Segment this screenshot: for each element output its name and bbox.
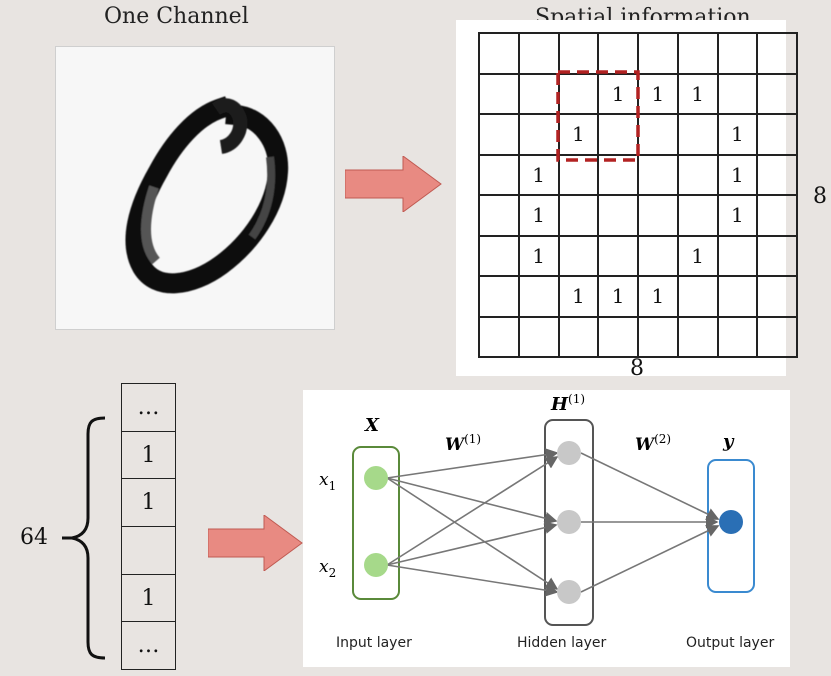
input-layer-caption: Input layer [336,635,412,651]
grid-cell: 1 [638,73,678,114]
grid-cell [717,276,758,317]
grid-cell [757,195,797,236]
grid-cell: 1 [518,154,559,195]
x2-label: x2 [319,557,336,580]
grid-cell [677,276,718,317]
grid-height-label: 8 [813,184,827,209]
neural-network-panel: X H(1) y W(1) W(2) x1 x2 Input layer Hid… [303,390,790,667]
kernel-highlight-box [556,70,640,162]
grid-cell [717,316,758,357]
grid-cell [757,235,797,276]
grid-cell: 1 [518,235,559,276]
grid-cell [479,33,519,74]
grid-cell [677,114,718,155]
grid-width-label: 8 [630,356,644,381]
vector-brace [62,416,106,660]
grid-cell [518,276,559,317]
grid-cell [518,73,559,114]
vector-cell: 1 [122,479,175,528]
hidden-layer-caption: Hidden layer [517,635,606,651]
grid-cell [677,316,718,357]
right-arrow-icon [345,156,442,212]
grid-cell [479,73,519,114]
grid-cell [518,33,559,74]
grid-cell: 1 [558,276,599,317]
grid-cell: 1 [677,235,718,276]
grid-cell: 1 [677,73,718,114]
vector-cell: 1 [122,575,175,623]
grid-cell [757,114,797,155]
grid-cell [598,33,638,74]
grid-cell [479,235,519,276]
grid-cell [598,154,638,195]
grid-cell [757,276,797,317]
input-node-x2 [364,553,388,577]
grid-cell [479,114,519,155]
grid-cell [479,154,519,195]
handwritten-zero-image [125,96,289,294]
output-label: y [722,431,735,452]
grid-cell [479,195,519,236]
vector-cell [122,527,175,575]
grid-cell [598,235,638,276]
hidden-node-2 [557,510,581,534]
vector-length-label: 64 [20,525,48,550]
vector-cell: … [137,633,160,659]
grid-cell [479,316,519,357]
vector-cell: 1 [122,432,175,480]
grid-cell [638,316,678,357]
grid-cell [638,154,678,195]
grid-cell [638,235,678,276]
hidden-node-3 [557,580,581,604]
grid-cell [518,114,559,155]
grid-cell [558,33,599,74]
grid-cell: 1 [717,114,758,155]
digit-image-panel [55,46,335,330]
grid-cell [598,316,638,357]
grid-cell [479,276,519,317]
grid-cell [518,316,559,357]
grid-cell: 1 [638,276,678,317]
grid-cell [717,33,758,74]
w2-label: W(2) [635,432,671,455]
input-layer-box [352,446,400,600]
grid-cell [638,33,678,74]
grid-cell: 1 [598,276,638,317]
grid-cell [638,114,678,155]
output-node [719,510,743,534]
grid-cell: 1 [518,195,559,236]
grid-cell [757,73,797,114]
grid-cell [677,33,718,74]
grid-cell [558,235,599,276]
grid-cell [717,235,758,276]
grid-cell [638,195,678,236]
grid-cell [757,33,797,74]
grid-cell [558,154,599,195]
grid-cell [677,154,718,195]
grid-cell [757,154,797,195]
hidden-node-1 [557,441,581,465]
input-node-x1 [364,466,388,490]
grid-cell [717,73,758,114]
grid-cell [558,316,599,357]
grid-cell: 1 [717,195,758,236]
one-channel-caption: One Channel [104,4,249,29]
vector-cell: … [122,384,175,432]
input-label: X [364,415,380,436]
x1-label: x1 [319,470,336,493]
grid-cell [677,195,718,236]
neural-network-diagram: X H(1) y W(1) W(2) x1 x2 Input layer Hid… [319,392,774,651]
grid-cell [757,316,797,357]
right-arrow-icon [208,515,303,571]
w1-label: W(1) [445,432,481,455]
hidden-label: H(1) [550,392,585,415]
grid-cell: 1 [717,154,758,195]
output-layer-caption: Output layer [686,635,774,651]
grid-cell [598,195,638,236]
grid-cell [558,195,599,236]
